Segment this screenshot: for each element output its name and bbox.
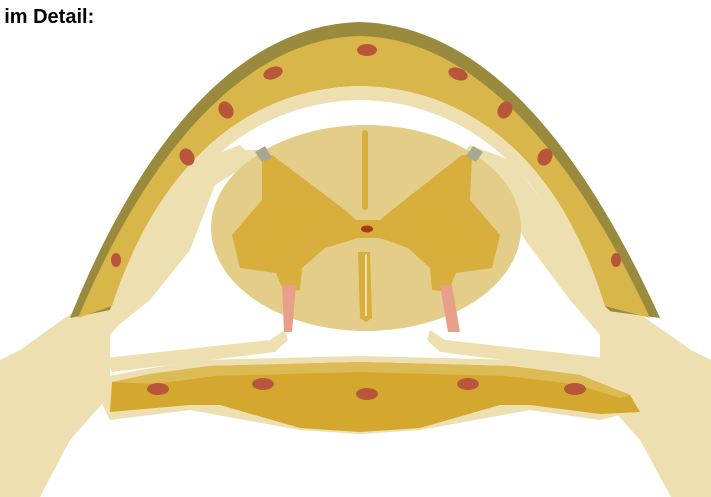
vessel <box>457 378 479 390</box>
dorsal-median-septum <box>362 130 368 210</box>
vessel <box>357 44 377 56</box>
left-ventral-root <box>282 285 296 332</box>
vessel <box>564 383 586 395</box>
vessel <box>111 253 121 267</box>
vessel <box>356 388 378 400</box>
ventral-fissure-line <box>365 254 367 316</box>
vessel <box>252 378 274 390</box>
vessel <box>147 383 169 395</box>
vessel <box>611 253 621 267</box>
left-pale-tissue <box>0 145 255 497</box>
central-canal <box>361 226 373 233</box>
